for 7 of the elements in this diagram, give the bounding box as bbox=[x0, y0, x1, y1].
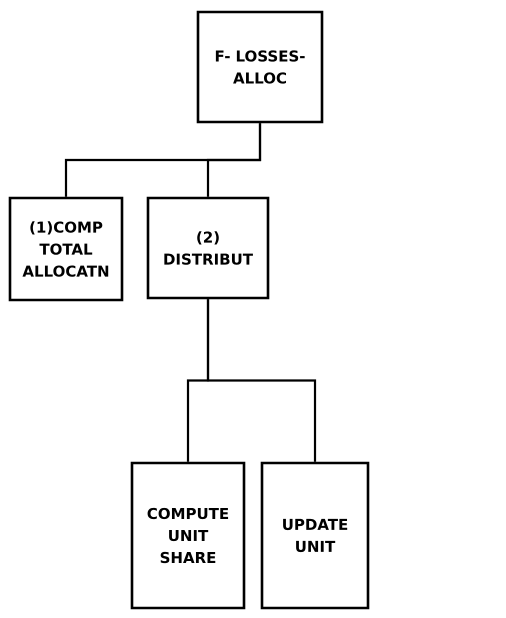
process-box: UPDATE UNIT bbox=[260, 462, 370, 610]
process-box: (2) DISTRIBUT bbox=[146, 196, 270, 300]
process-box: F- LOSSES- ALLOC bbox=[196, 10, 324, 124]
process-box: COMPUTE UNIT SHARE bbox=[130, 462, 246, 610]
connector bbox=[206, 299, 316, 462]
process-box: (1)COMP TOTAL ALLOCATN bbox=[8, 196, 124, 302]
connector bbox=[206, 123, 262, 197]
